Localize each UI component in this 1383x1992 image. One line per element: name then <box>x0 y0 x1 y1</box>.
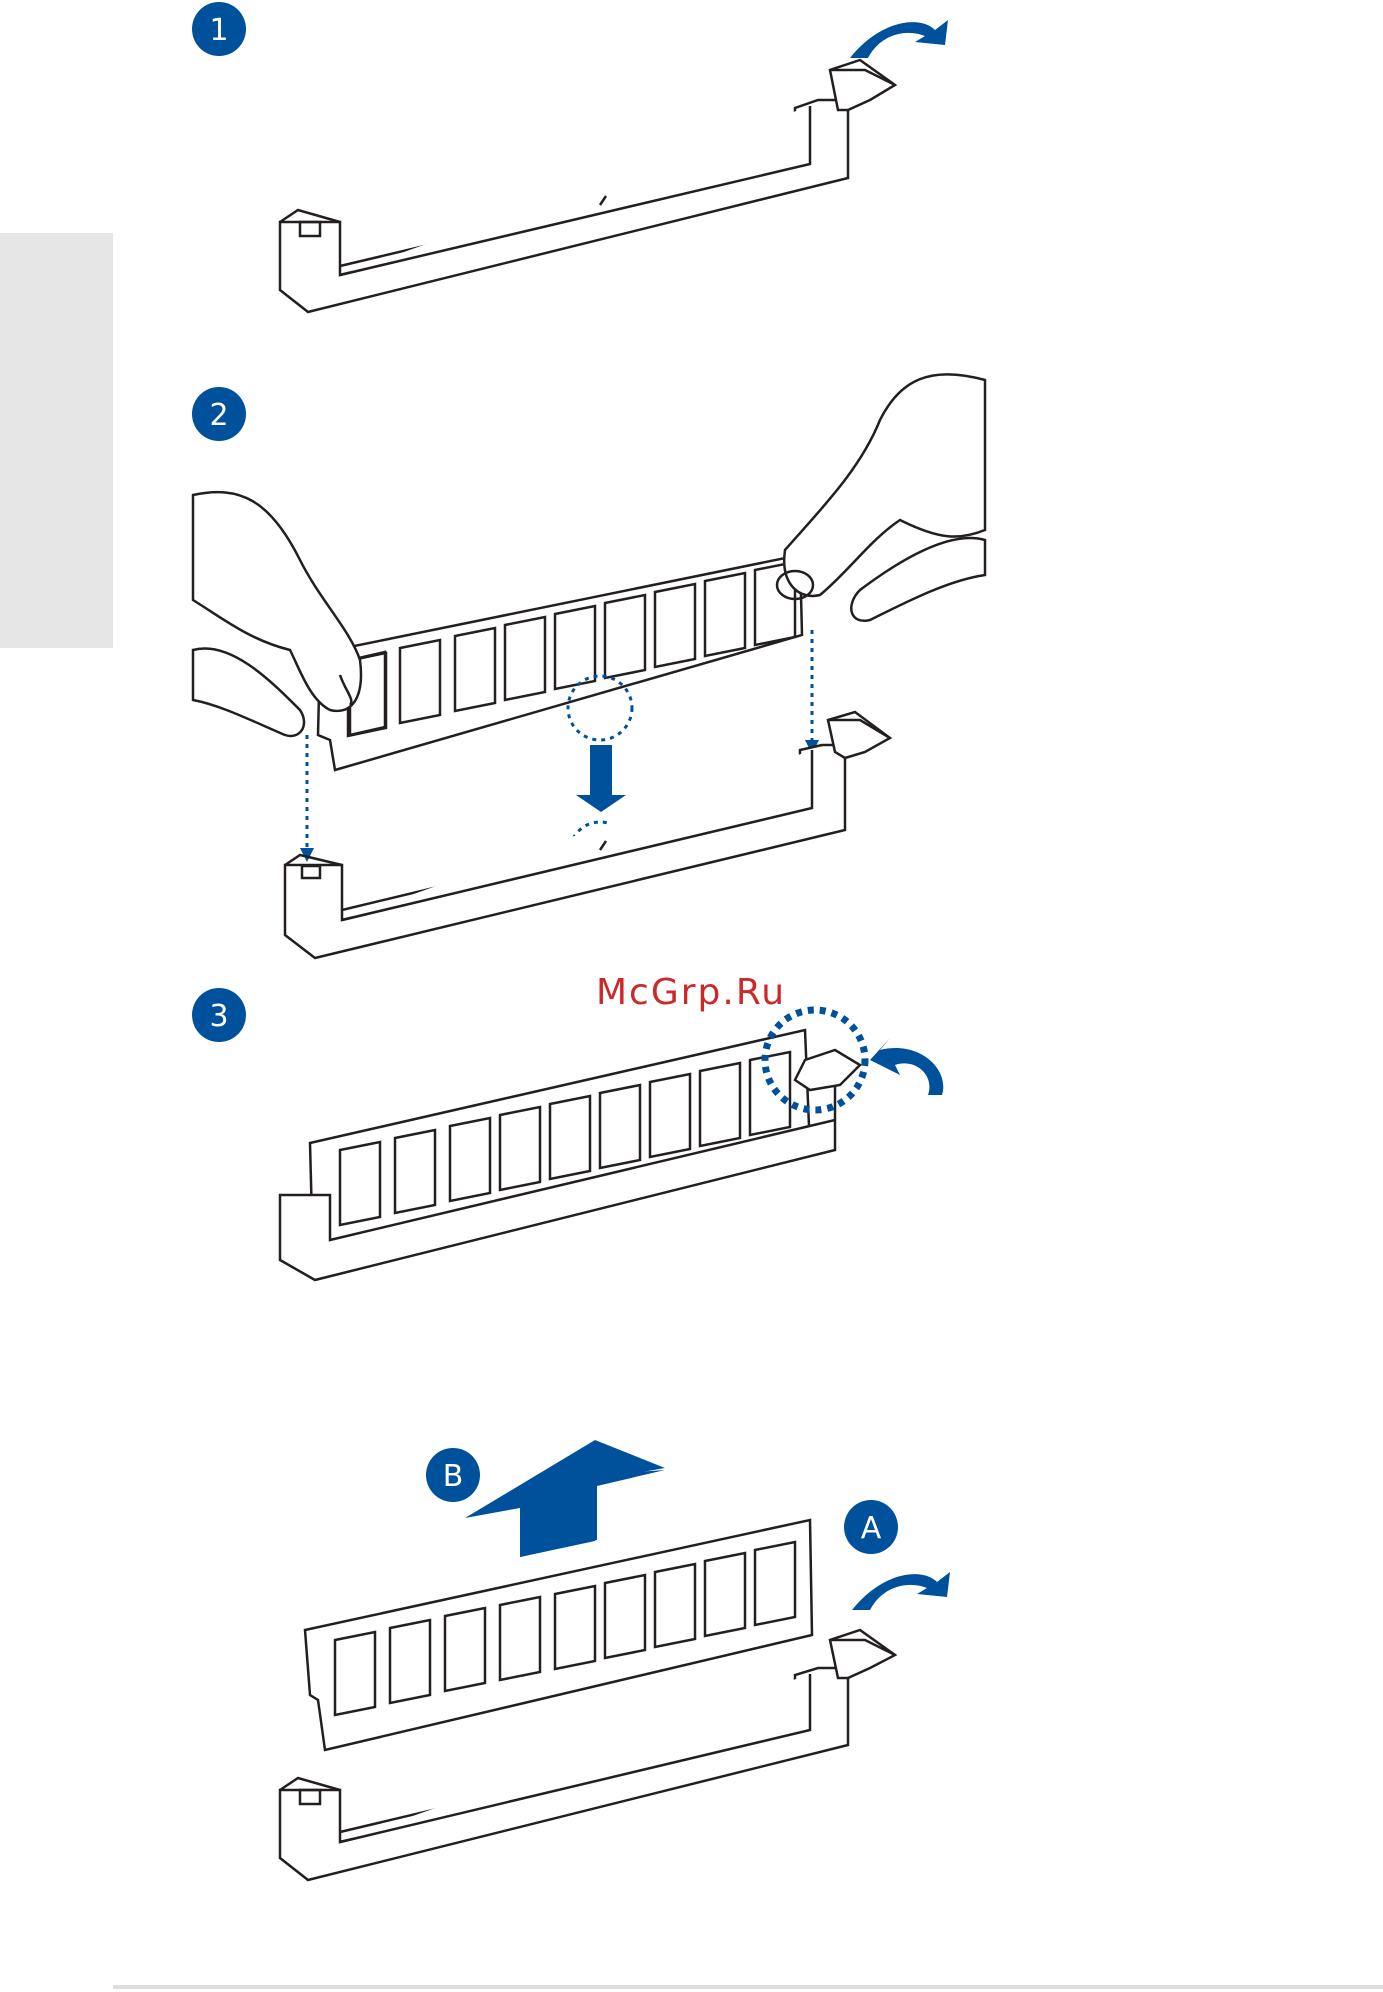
svg-text:B: B <box>443 1459 464 1494</box>
removal-group: B A <box>280 1440 950 1880</box>
dimm-latch-2 <box>828 712 890 758</box>
dimm-slot-2 <box>285 745 845 958</box>
latch-open-arrow-removal <box>852 1572 950 1610</box>
remove-up-arrow-shape <box>465 1440 665 1557</box>
insert-down-arrow <box>576 745 626 812</box>
right-hand <box>777 374 985 620</box>
dimm-latch-1 <box>830 60 895 110</box>
left-hand <box>193 492 361 736</box>
latch-open-arrow-1 <box>850 20 948 58</box>
dimm-latch-removal <box>830 1630 895 1678</box>
svg-text:1: 1 <box>209 13 228 48</box>
step-1-group: 1 <box>192 2 948 312</box>
latch-close-arrow <box>870 1038 943 1095</box>
step-2-group: 2 <box>192 374 985 958</box>
step-3-group: 3 <box>192 988 943 1280</box>
installed-module-step-3 <box>280 1030 835 1280</box>
watermark-text: McGrp.Ru <box>596 972 786 1013</box>
removal-step-b-marker: B <box>426 1448 480 1502</box>
svg-text:2: 2 <box>209 398 228 433</box>
removal-step-a-marker: A <box>844 1500 898 1554</box>
memory-module-step-2 <box>318 555 802 770</box>
footer-rule <box>113 1985 1383 1989</box>
step-3-marker: 3 <box>192 988 246 1042</box>
svg-text:A: A <box>861 1511 882 1546</box>
step-2-marker: 2 <box>192 387 246 441</box>
dimm-slot-1 <box>280 100 848 312</box>
svg-text:3: 3 <box>209 999 228 1034</box>
step-1-marker: 1 <box>192 2 246 56</box>
